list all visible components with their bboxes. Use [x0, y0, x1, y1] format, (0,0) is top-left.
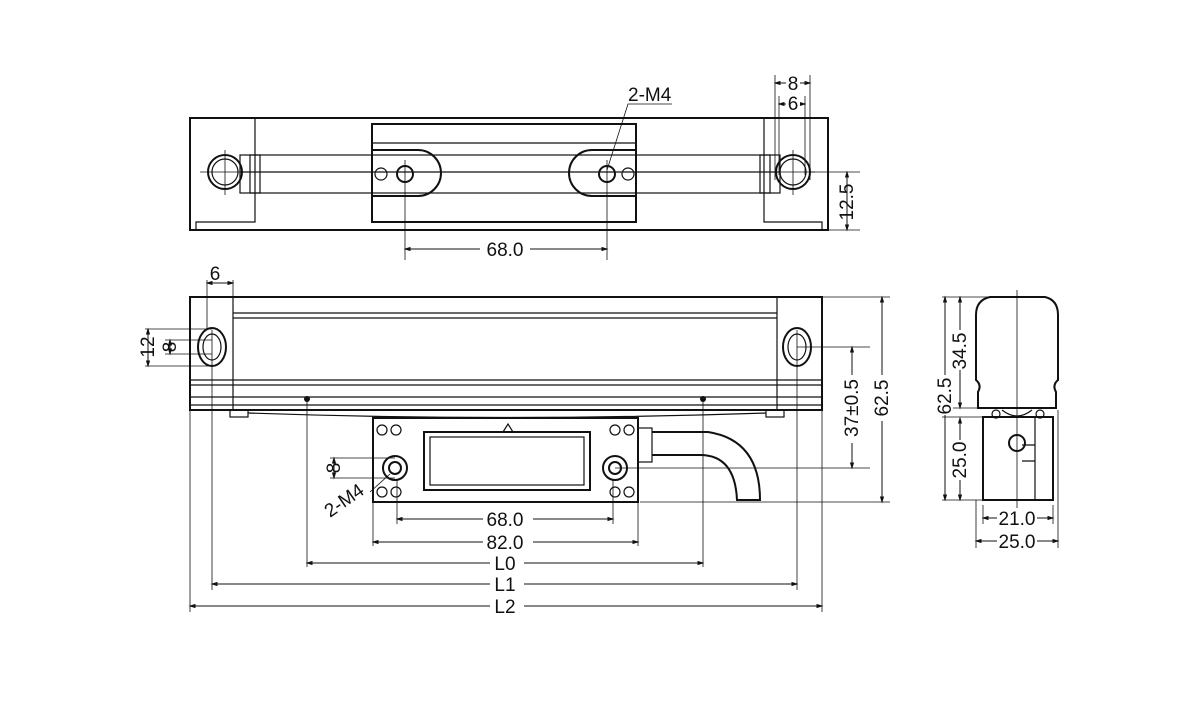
- dim-hole-spacing: 68.0: [487, 240, 524, 261]
- head-thread-label: 2-M4: [321, 480, 369, 522]
- dim-head-hole: 8: [324, 463, 345, 474]
- dim-scale-height: 34.5: [950, 333, 971, 370]
- dim-height: 12.5: [837, 184, 858, 221]
- dim-inner-width: 21.0: [999, 509, 1036, 530]
- dim-head-length: 82.0: [487, 533, 524, 554]
- side-view: 62.5 34.5 25.0 21.0 25.0: [935, 290, 1060, 553]
- top-view: 68.0 2-M4 8 6 12.5: [189, 73, 860, 261]
- dim-slot-outer: 12: [138, 336, 159, 357]
- display-window: [423, 431, 591, 491]
- dim-hole-spacing: 68.0: [487, 510, 524, 531]
- dim-l1: L1: [494, 575, 515, 596]
- dim-head-height: 25.0: [950, 442, 971, 479]
- front-view: 6 12 8 8 2-M4 68.0 82.0 L0 L1 L2 37±0.5 …: [138, 264, 893, 618]
- thread-label: 2-M4: [628, 85, 672, 106]
- dim-outer-width: 25.0: [999, 532, 1036, 553]
- cable: [652, 431, 762, 501]
- dim-l0: L0: [494, 554, 515, 575]
- carriage: [371, 123, 637, 223]
- dim-end-width: 6: [210, 264, 221, 285]
- dim-total-height: 62.5: [935, 378, 956, 415]
- dim-offset: 37±0.5: [842, 379, 863, 437]
- dim-outer: 8: [788, 74, 799, 95]
- dim-total-height: 62.5: [872, 380, 893, 417]
- dim-slot-inner: 8: [160, 342, 181, 353]
- dim-l2: L2: [494, 597, 515, 618]
- dim-inner: 6: [788, 94, 799, 115]
